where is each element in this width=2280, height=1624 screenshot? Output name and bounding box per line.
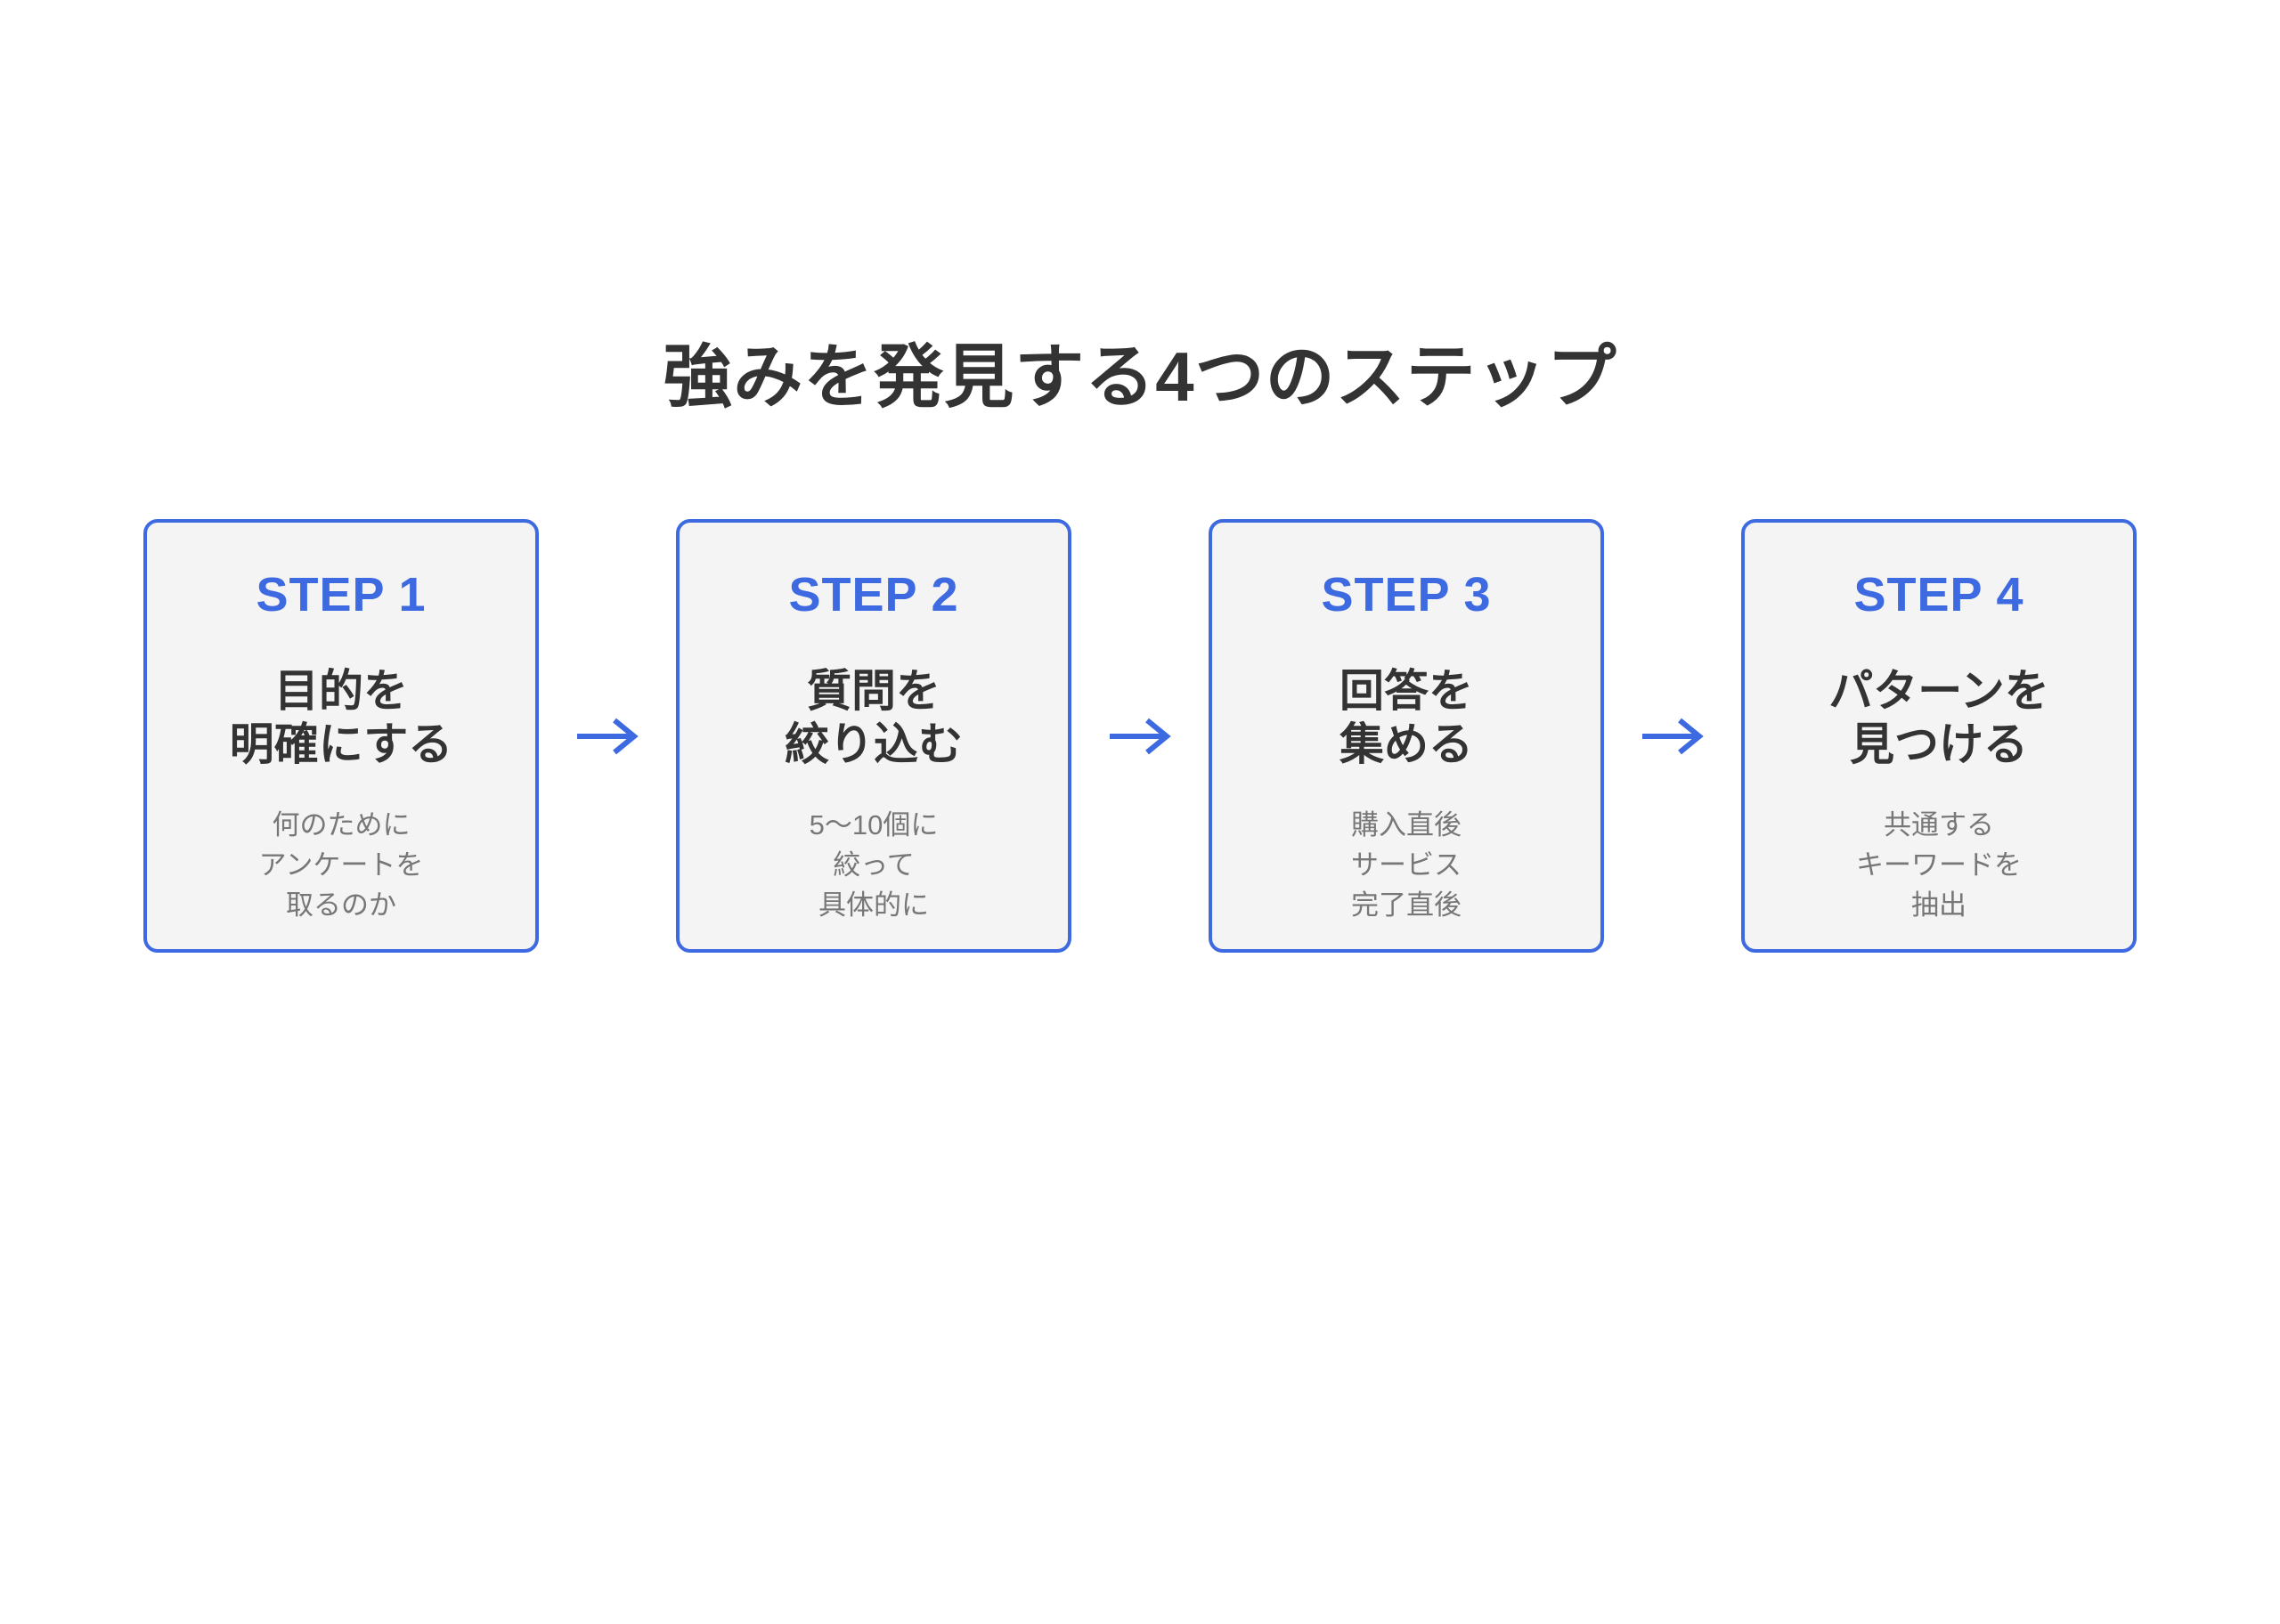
arrow-1 — [539, 519, 676, 953]
page-title: 強みを発見する4つのステップ — [663, 337, 1617, 416]
step-1-desc-line-2: アンケートを — [258, 849, 424, 881]
step-2-heading: 質問を 絞り込む — [680, 664, 1068, 771]
step-2-heading-line-1: 質問を — [807, 666, 940, 716]
step-1-heading-line-1: 目的を — [274, 666, 408, 716]
step-2-desc-line-1: 5〜10個に — [809, 809, 939, 840]
step-2-desc-line-2: 絞って — [833, 849, 915, 881]
step-4-heading-line-2: 見つける — [1850, 719, 2028, 769]
step-3-desc-line-1: 購入直後 — [1351, 809, 1462, 840]
arrow-3 — [1604, 519, 1741, 953]
step-3-label: STEP 3 — [1321, 568, 1492, 621]
step-4-desc-line-3: 抽出 — [1911, 889, 1966, 921]
step-4-desc-line-2: キーワードを — [1856, 849, 2022, 881]
step-2-desc-line-3: 具体的に — [818, 889, 929, 921]
step-card-3: STEP 3 回答を 集める 購入直後 サービス 完了直後 — [1209, 519, 1604, 953]
step-4-desc-line-1: 共通する — [1884, 809, 1994, 840]
step-4-heading: パターンを 見つける — [1745, 664, 2133, 771]
step-1-heading: 目的を 明確にする — [147, 664, 535, 771]
step-3-heading-line-2: 集める — [1340, 719, 1473, 769]
step-1-heading-line-2: 明確にする — [229, 719, 453, 769]
step-card-2: STEP 2 質問を 絞り込む 5〜10個に 絞って 具体的に — [676, 519, 1071, 953]
step-1-desc-line-3: 取るのか — [286, 889, 396, 921]
right-arrow-icon — [1110, 718, 1171, 754]
step-4-description: 共通する キーワードを 抽出 — [1745, 805, 2133, 925]
step-1-description: 何のために アンケートを 取るのか — [147, 805, 535, 925]
step-3-description: 購入直後 サービス 完了直後 — [1212, 805, 1600, 925]
step-card-1: STEP 1 目的を 明確にする 何のために アンケートを 取るのか — [143, 519, 539, 953]
step-2-heading-line-2: 絞り込む — [785, 719, 963, 769]
step-2-label: STEP 2 — [788, 568, 959, 621]
step-4-heading-line-1: パターンを — [1828, 666, 2049, 716]
step-2-description: 5〜10個に 絞って 具体的に — [680, 805, 1068, 925]
step-3-heading-line-1: 回答を — [1340, 666, 1473, 716]
step-1-desc-line-1: 何のために — [272, 809, 411, 840]
arrow-2 — [1071, 519, 1209, 953]
step-3-desc-line-3: 完了直後 — [1351, 889, 1462, 921]
step-3-heading: 回答を 集める — [1212, 664, 1600, 771]
right-arrow-icon — [1642, 718, 1704, 754]
step-4-label: STEP 4 — [1853, 568, 2024, 621]
slide-canvas: 強みを発見する4つのステップ STEP 1 目的を 明確にする 何のために アン… — [0, 342, 2280, 953]
steps-row: STEP 1 目的を 明確にする 何のために アンケートを 取るのか STEP … — [0, 519, 2280, 953]
right-arrow-icon — [577, 718, 639, 754]
step-card-4: STEP 4 パターンを 見つける 共通する キーワードを 抽出 — [1741, 519, 2137, 953]
step-3-desc-line-2: サービス — [1351, 849, 1462, 881]
step-1-label: STEP 1 — [256, 568, 427, 621]
